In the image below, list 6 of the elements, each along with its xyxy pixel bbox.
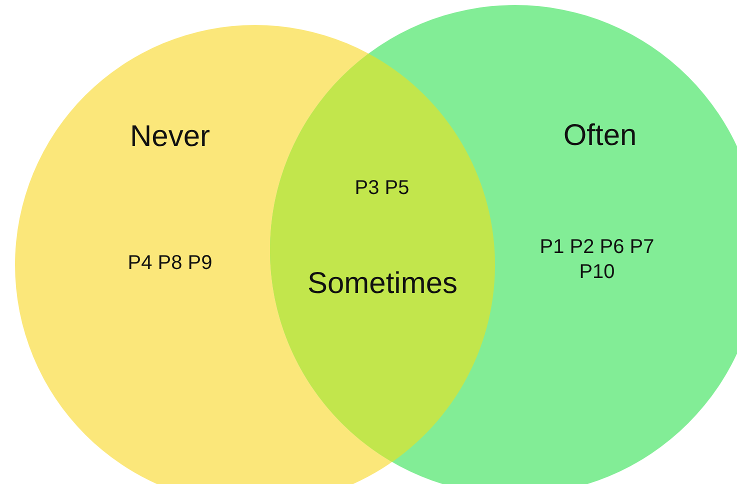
circle-title: Often <box>562 118 638 154</box>
item-list: P4 P8 P9 <box>100 251 240 276</box>
region-title: Sometimes <box>306 266 459 302</box>
item-list: P1 P2 P6 P7 P10 <box>532 235 662 285</box>
item-list: P3 P5 <box>322 176 442 201</box>
circle-title: Never <box>128 119 212 155</box>
